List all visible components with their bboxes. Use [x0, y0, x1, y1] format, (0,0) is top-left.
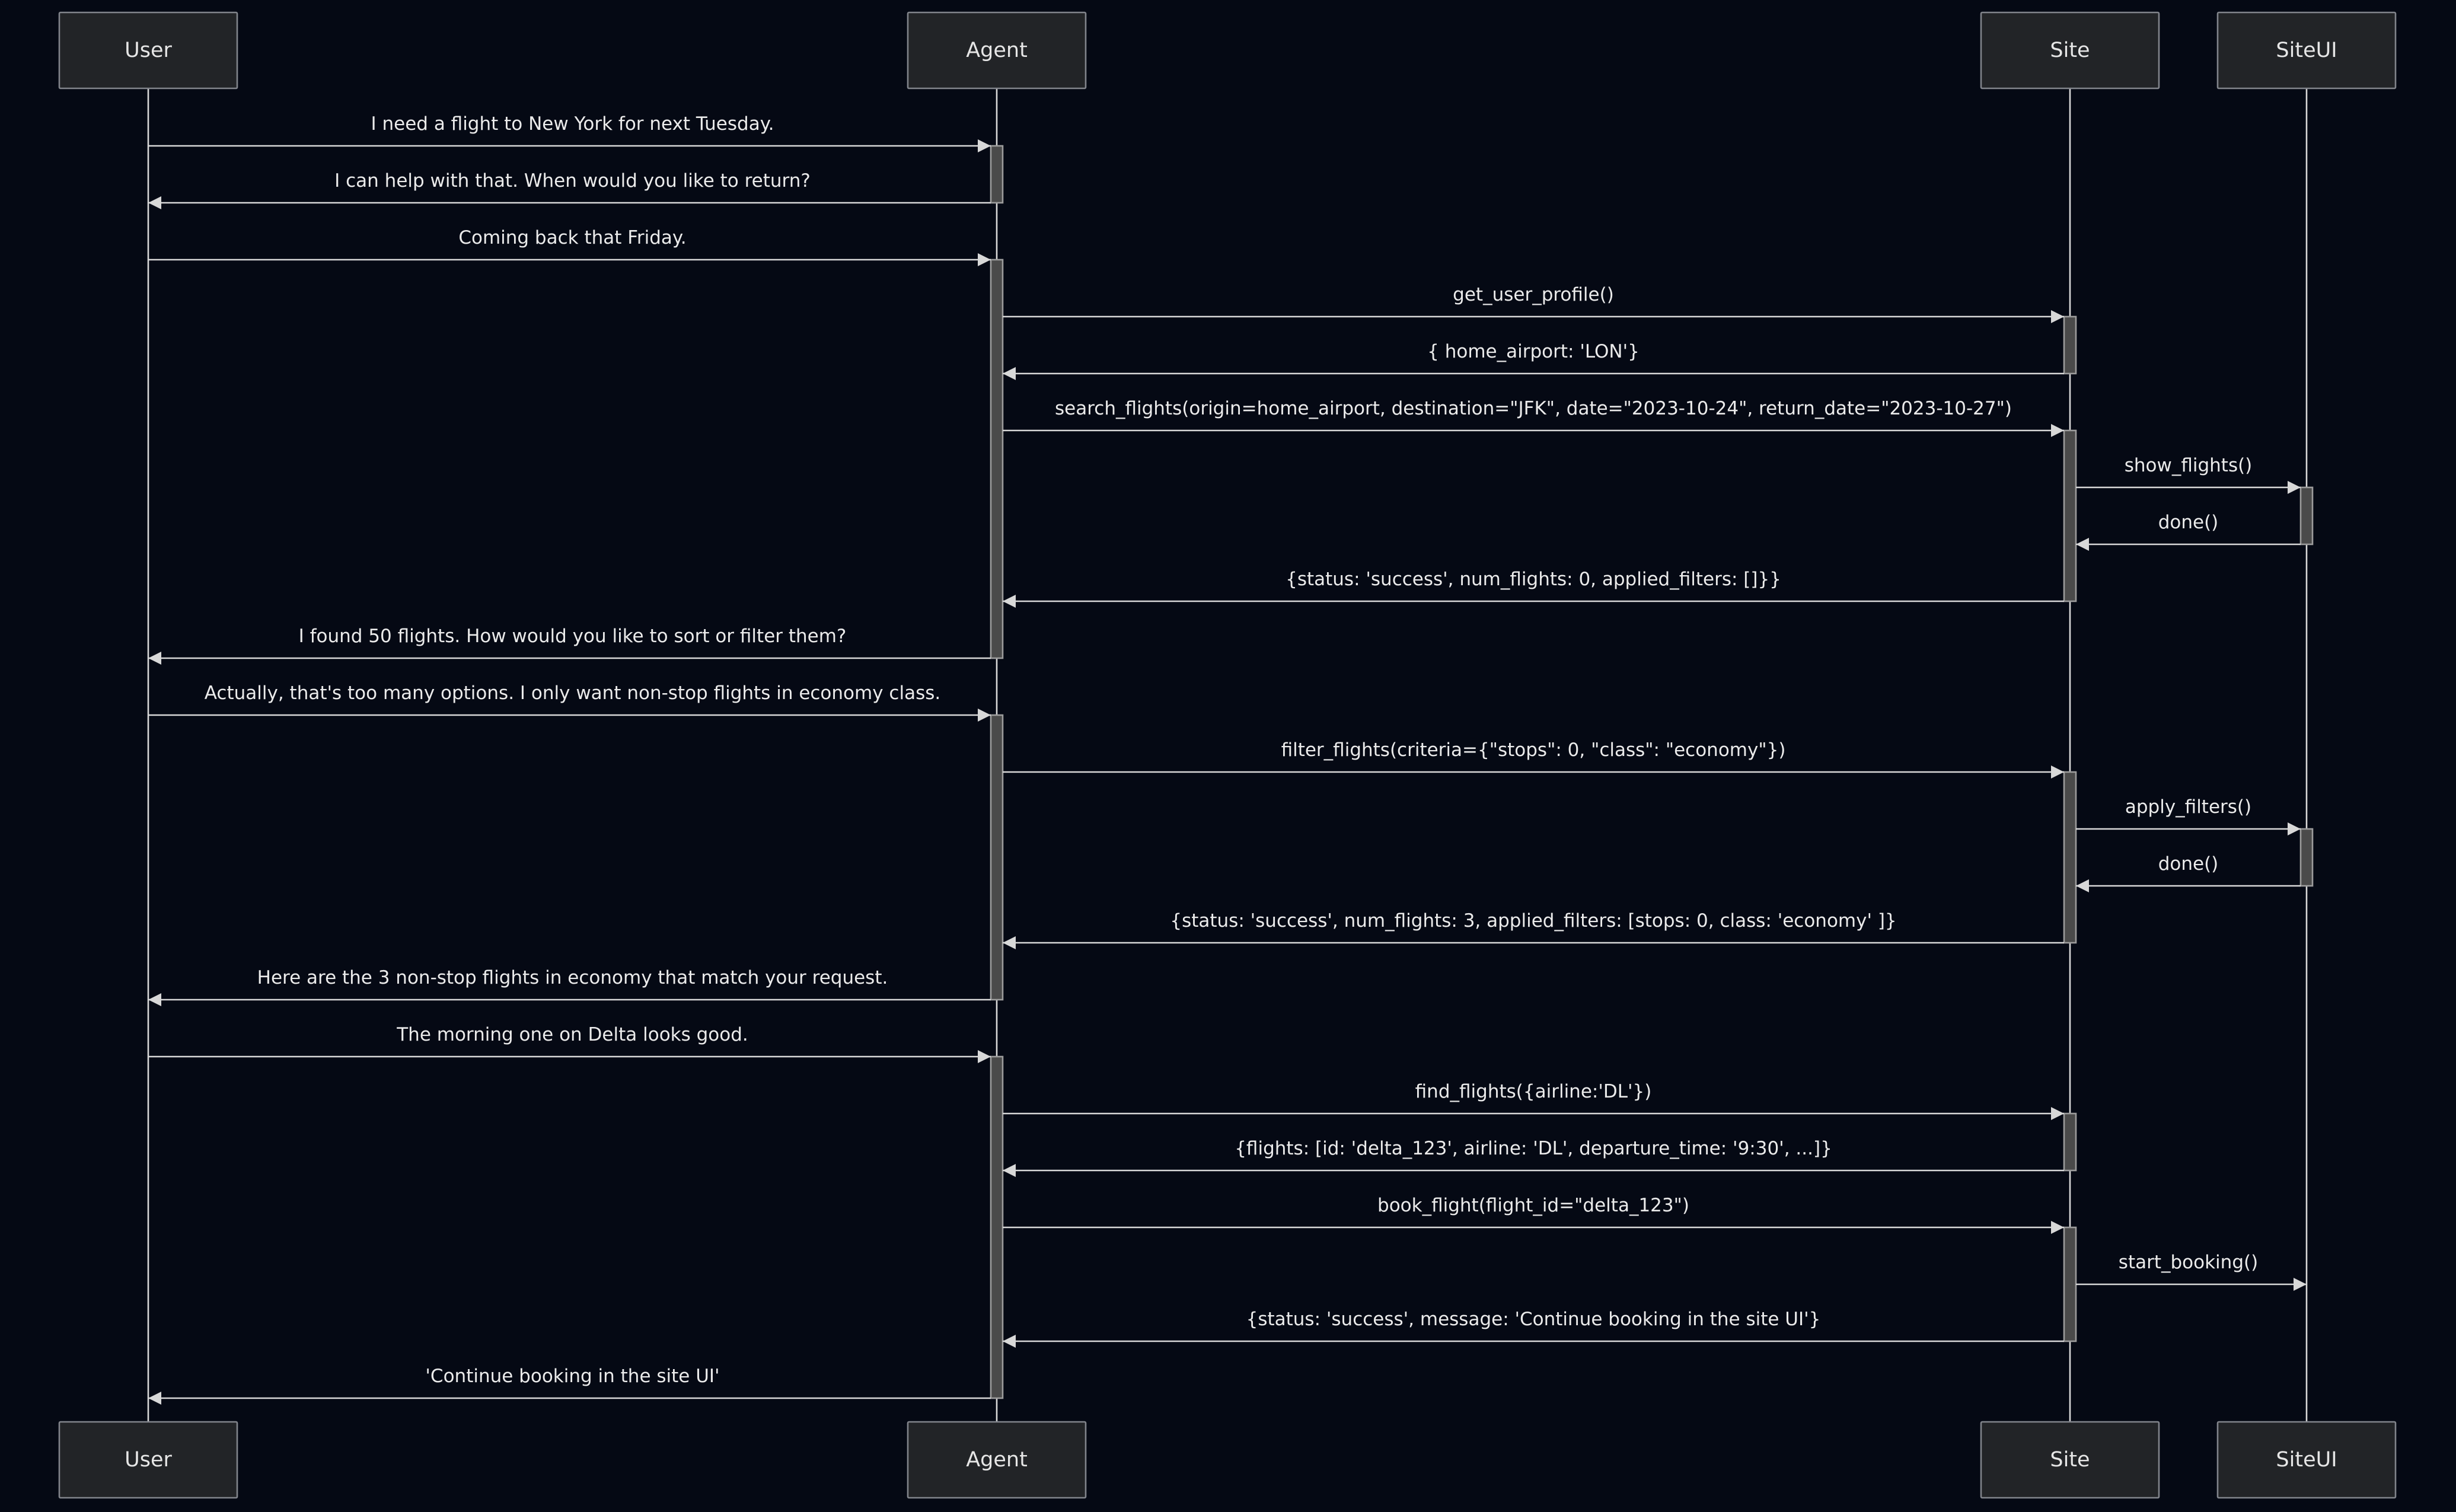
- message-22: {status: 'success', message: 'Continue b…: [1003, 1309, 2064, 1348]
- message-17: The morning one on Delta looks good.: [148, 1024, 991, 1063]
- message-label: {status: 'success', num_flights: 3, appl…: [1170, 910, 1896, 932]
- message-13: apply_filters(): [2076, 796, 2301, 835]
- message-label: { home_airport: 'LON'}: [1427, 341, 1640, 362]
- message-label: get_user_profile(): [1453, 284, 1614, 305]
- message-label: {status: 'success', num_flights: 0, appl…: [1286, 569, 1781, 590]
- activation-bar-agent: [990, 145, 1004, 204]
- message-label: I need a flight to New York for next Tue…: [371, 113, 774, 135]
- activation-bar-site: [2063, 1112, 2077, 1172]
- message-16: Here are the 3 non-stop flights in econo…: [148, 967, 991, 1006]
- message-label: I found 50 flights. How would you like t…: [299, 626, 847, 647]
- actor-user-bottom: User: [58, 1421, 238, 1499]
- actor-user-top: User: [58, 11, 238, 90]
- message-label: done(): [2158, 853, 2219, 875]
- actor-siteui-top: SiteUI: [2216, 11, 2397, 90]
- actor-site-top: Site: [1980, 11, 2160, 90]
- message-20: book_flight(flight_id="delta_123"): [1003, 1195, 2064, 1234]
- message-label: apply_filters(): [2125, 796, 2251, 818]
- actor-label: SiteUI: [2276, 1448, 2337, 1472]
- message-18: find_flights({airline:'DL'}): [1003, 1081, 2064, 1120]
- message-10: I found 50 flights. How would you like t…: [148, 626, 991, 665]
- message-2: I can help with that. When would you lik…: [148, 170, 991, 209]
- activation-bar-siteui: [2299, 486, 2314, 546]
- activation-bar-agent: [990, 714, 1004, 1001]
- activation-bar-agent: [990, 259, 1004, 659]
- message-label: done(): [2158, 512, 2219, 533]
- message-label: {flights: [id: 'delta_123', airline: 'DL…: [1235, 1138, 1832, 1159]
- message-15: {status: 'success', num_flights: 3, appl…: [1003, 910, 2064, 949]
- actor-label: Site: [2050, 39, 2090, 62]
- message-11: Actually, that's too many options. I onl…: [148, 682, 991, 722]
- message-label: filter_flights(criteria={"stops": 0, "cl…: [1281, 739, 1786, 761]
- actor-label: Agent: [966, 1448, 1028, 1472]
- message-14: done(): [2076, 853, 2301, 892]
- message-7: show_flights(): [2076, 455, 2301, 494]
- actor-label: SiteUI: [2276, 39, 2337, 62]
- actor-site-bottom: Site: [1980, 1421, 2160, 1499]
- activation-bar-site: [2063, 771, 2077, 944]
- message-3: Coming back that Friday.: [148, 227, 991, 266]
- message-label: book_flight(flight_id="delta_123"): [1377, 1195, 1689, 1216]
- message-label: {status: 'success', message: 'Continue b…: [1246, 1309, 1821, 1330]
- message-label: start_booking(): [2119, 1252, 2258, 1273]
- message-23: 'Continue booking in the site UI': [148, 1366, 991, 1405]
- actor-siteui-bottom: SiteUI: [2216, 1421, 2397, 1499]
- message-1: I need a flight to New York for next Tue…: [148, 113, 991, 152]
- activation-bar-site: [2063, 1226, 2077, 1342]
- message-label: Coming back that Friday.: [458, 227, 686, 248]
- message-label: show_flights(): [2125, 455, 2253, 476]
- activation-bar-site: [2063, 315, 2077, 375]
- actor-agent-top: Agent: [907, 11, 1087, 90]
- message-label: I can help with that. When would you lik…: [334, 170, 811, 192]
- actor-agent-bottom: Agent: [907, 1421, 1087, 1499]
- message-6: search_flights(origin=home_airport, dest…: [1003, 398, 2064, 437]
- message-5: { home_airport: 'LON'}: [1003, 341, 2064, 380]
- message-9: {status: 'success', num_flights: 0, appl…: [1003, 569, 2064, 608]
- message-4: get_user_profile(): [1003, 284, 2064, 323]
- actor-label: Agent: [966, 39, 1028, 62]
- message-label: The morning one on Delta looks good.: [396, 1024, 748, 1045]
- message-label: 'Continue booking in the site UI': [425, 1366, 719, 1387]
- message-21: start_booking(): [2076, 1252, 2307, 1291]
- actor-label: Site: [2050, 1448, 2090, 1472]
- message-12: filter_flights(criteria={"stops": 0, "cl…: [1003, 739, 2064, 779]
- message-label: Actually, that's too many options. I onl…: [205, 682, 940, 704]
- message-label: Here are the 3 non-stop flights in econo…: [257, 967, 888, 988]
- activation-bar-agent: [990, 1055, 1004, 1399]
- actor-label: User: [125, 1448, 172, 1472]
- message-8: done(): [2076, 512, 2301, 551]
- message-19: {flights: [id: 'delta_123', airline: 'DL…: [1003, 1138, 2064, 1177]
- activation-bar-site: [2063, 429, 2077, 602]
- message-label: search_flights(origin=home_airport, dest…: [1055, 398, 2012, 419]
- actor-label: User: [125, 39, 172, 62]
- activation-bar-siteui: [2299, 828, 2314, 887]
- message-label: find_flights({airline:'DL'}): [1415, 1081, 1652, 1102]
